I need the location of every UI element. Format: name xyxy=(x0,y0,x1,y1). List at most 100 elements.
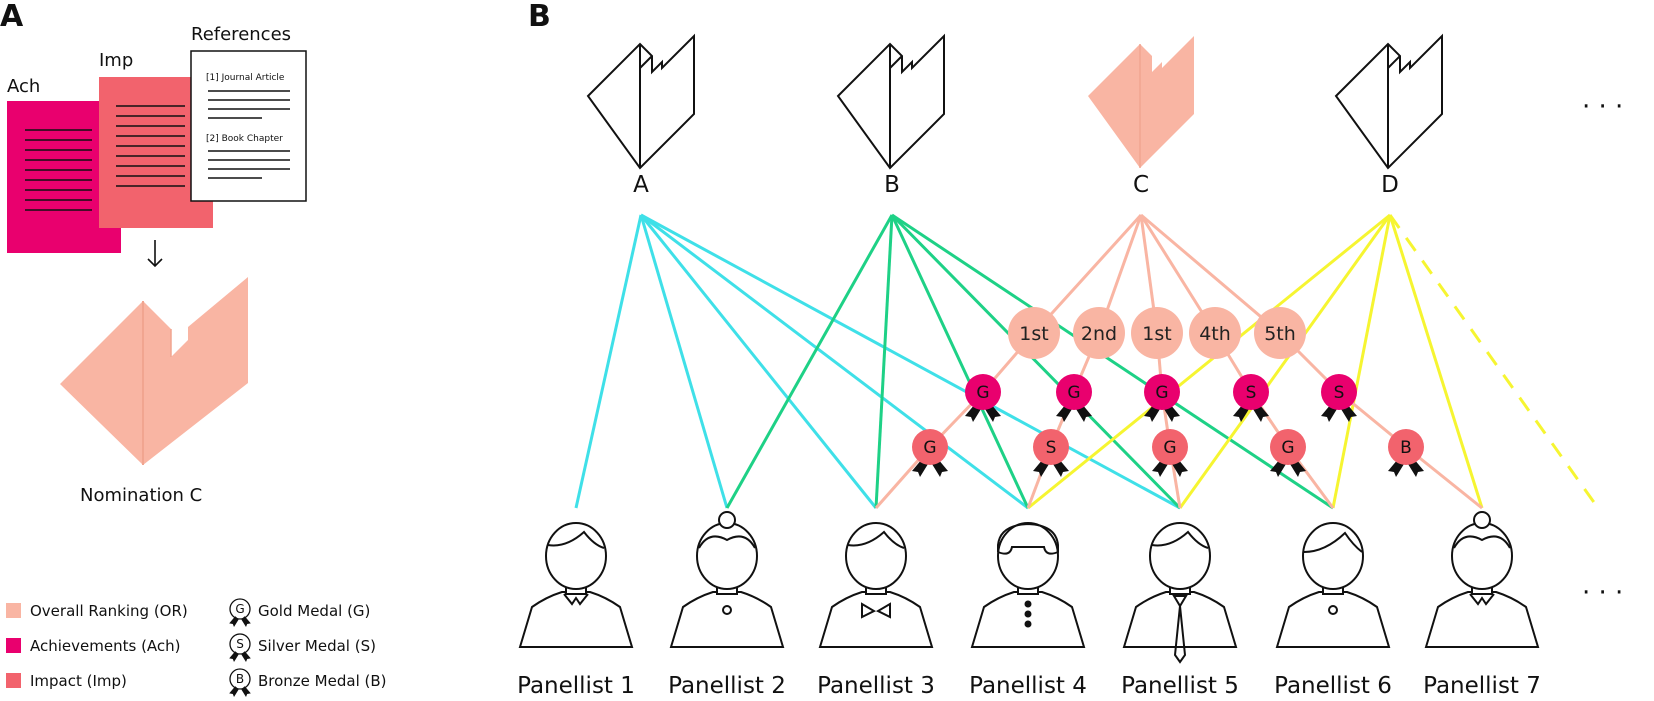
ranking-text: 2nd xyxy=(1081,323,1117,345)
panellist-7-label: Panellist 7 xyxy=(1423,673,1541,699)
svg-text:S: S xyxy=(236,637,244,651)
edge-c-rank-0 xyxy=(1032,213,1143,335)
medal-letter: G xyxy=(1163,438,1176,458)
panellist-4-avatar-icon xyxy=(970,522,1086,648)
nomination-d-folder-icon xyxy=(1335,35,1443,169)
panel-a: A Ach Imp xyxy=(0,0,307,506)
panel-b-label: B xyxy=(528,0,551,34)
legend-bronze-text: Bronze Medal (B) xyxy=(258,672,387,690)
ref-1: [1] Journal Article xyxy=(206,73,285,83)
panellist-3-label: Panellist 3 xyxy=(817,673,935,699)
ranking-text: 5th xyxy=(1264,323,1296,345)
edge-b-4 xyxy=(891,213,1334,510)
edge-a-4 xyxy=(640,213,1029,510)
nomination-a-folder-icon xyxy=(587,35,695,169)
svg-text:G: G xyxy=(235,602,244,616)
legend-gold-medal-icon: G xyxy=(229,598,251,627)
medal-letter: S xyxy=(1246,383,1257,403)
legend-bronze-medal-icon: B xyxy=(229,668,251,697)
panellist-2-avatar-icon xyxy=(669,511,785,648)
legend-gold-text: Gold Medal (G) xyxy=(258,602,370,620)
panellist-1-label: Panellist 1 xyxy=(517,673,635,699)
medal-letter: S xyxy=(1046,438,1057,458)
imp-medal-icon-1: G xyxy=(912,429,948,477)
medal-letter: G xyxy=(976,383,989,403)
nominations-ellipsis: · · · xyxy=(1582,92,1623,122)
medal-letter: S xyxy=(1334,383,1345,403)
edge-c-rank-4 xyxy=(1140,213,1281,335)
nomination-c-label: Nomination C xyxy=(80,485,202,506)
edge-d-dashed xyxy=(1388,214,1600,509)
imp-medal-icon-5: B xyxy=(1388,429,1424,477)
nomination-c-folder-icon xyxy=(60,277,248,465)
panellist-1-avatar-icon xyxy=(518,522,634,648)
overall-rankings: 1st 2nd 1st 4th 5th xyxy=(1008,307,1306,359)
panellist-3-avatar-icon xyxy=(818,522,934,648)
legend-or-swatch xyxy=(6,603,21,618)
panellist-6-avatar-icon xyxy=(1275,522,1391,648)
nomination-b-folder-icon xyxy=(837,35,945,169)
edge-b-3 xyxy=(890,213,1182,510)
imp-document-label: Imp xyxy=(99,50,133,71)
ranking-node-2: 2nd xyxy=(1073,307,1125,359)
assessment-edges xyxy=(574,213,1600,510)
legend-silver-medal-icon: S xyxy=(229,633,251,662)
legend-imp-text: Impact (Imp) xyxy=(30,672,127,690)
svg-text:B: B xyxy=(236,672,244,686)
legend-silver-text: Silver Medal (S) xyxy=(258,637,376,655)
nomination-c-highlight-folder-icon xyxy=(1088,36,1194,168)
legend-imp-swatch xyxy=(6,673,21,688)
panellist-4-label: Panellist 4 xyxy=(969,673,1087,699)
ranking-node-4: 4th xyxy=(1189,307,1241,359)
edge-a-0 xyxy=(574,214,643,509)
panellist-5-label: Panellist 5 xyxy=(1121,673,1239,699)
ref-2: [2] Book Chapter xyxy=(206,134,283,144)
nomination-c-label-b: C xyxy=(1133,172,1149,198)
panellist-2-label: Panellist 2 xyxy=(668,673,786,699)
ach-medal-icon-2: G xyxy=(1056,374,1092,422)
edge-a-2 xyxy=(639,214,878,509)
ranking-text: 1st xyxy=(1019,323,1048,345)
legend: Overall Ranking (OR) Achievements (Ach) … xyxy=(6,598,387,697)
edge-b-0 xyxy=(725,214,894,509)
panellist-7-avatar-icon xyxy=(1424,511,1540,648)
legend-or-text: Overall Ranking (OR) xyxy=(30,602,188,620)
legend-ach-swatch xyxy=(6,638,21,653)
panel-a-label: A xyxy=(0,0,24,34)
edge-b-2 xyxy=(890,214,1030,509)
down-arrow-icon xyxy=(147,240,163,268)
panellist-5-avatar-icon xyxy=(1122,522,1238,664)
ach-medal-icon-5: S xyxy=(1321,374,1357,422)
ach-medal-icon-3: G xyxy=(1144,374,1180,422)
ranking-node-5: 5th xyxy=(1254,307,1306,359)
edge-d-0 xyxy=(1027,213,1391,510)
medal-letter: G xyxy=(1281,438,1294,458)
ranking-text: 4th xyxy=(1199,323,1231,345)
references-document: [1] Journal Article [2] Book Chapter Ref… xyxy=(190,24,307,202)
edge-d-3 xyxy=(1388,214,1484,509)
ach-medal-icon-4: S xyxy=(1233,374,1269,422)
ranking-node-3: 1st xyxy=(1131,307,1183,359)
medal-letter: G xyxy=(1155,383,1168,403)
legend-ach-text: Achievements (Ach) xyxy=(30,637,181,655)
imp-medal-icon-4: G xyxy=(1270,429,1306,477)
nomination-d-label: D xyxy=(1381,172,1399,198)
edge-d-2 xyxy=(1331,214,1392,509)
panellist-6-label: Panellist 6 xyxy=(1274,673,1392,699)
medal-letter: B xyxy=(1400,438,1412,458)
ach-medal-icon-1: G xyxy=(965,374,1001,422)
references-document-label: References xyxy=(191,24,291,45)
medal-letter: G xyxy=(1067,383,1080,403)
imp-medal-icon-3: G xyxy=(1152,429,1188,477)
ach-document-label: Ach xyxy=(7,76,40,97)
medal-letter: G xyxy=(923,438,936,458)
imp-medal-icon-2: S xyxy=(1033,429,1069,477)
panellists xyxy=(518,511,1540,664)
edge-d-1 xyxy=(1178,214,1392,509)
edge-a-1 xyxy=(639,214,729,509)
ranking-text: 1st xyxy=(1142,323,1171,345)
nomination-b-label: B xyxy=(884,172,900,198)
panellists-ellipsis: · · · xyxy=(1582,578,1623,608)
